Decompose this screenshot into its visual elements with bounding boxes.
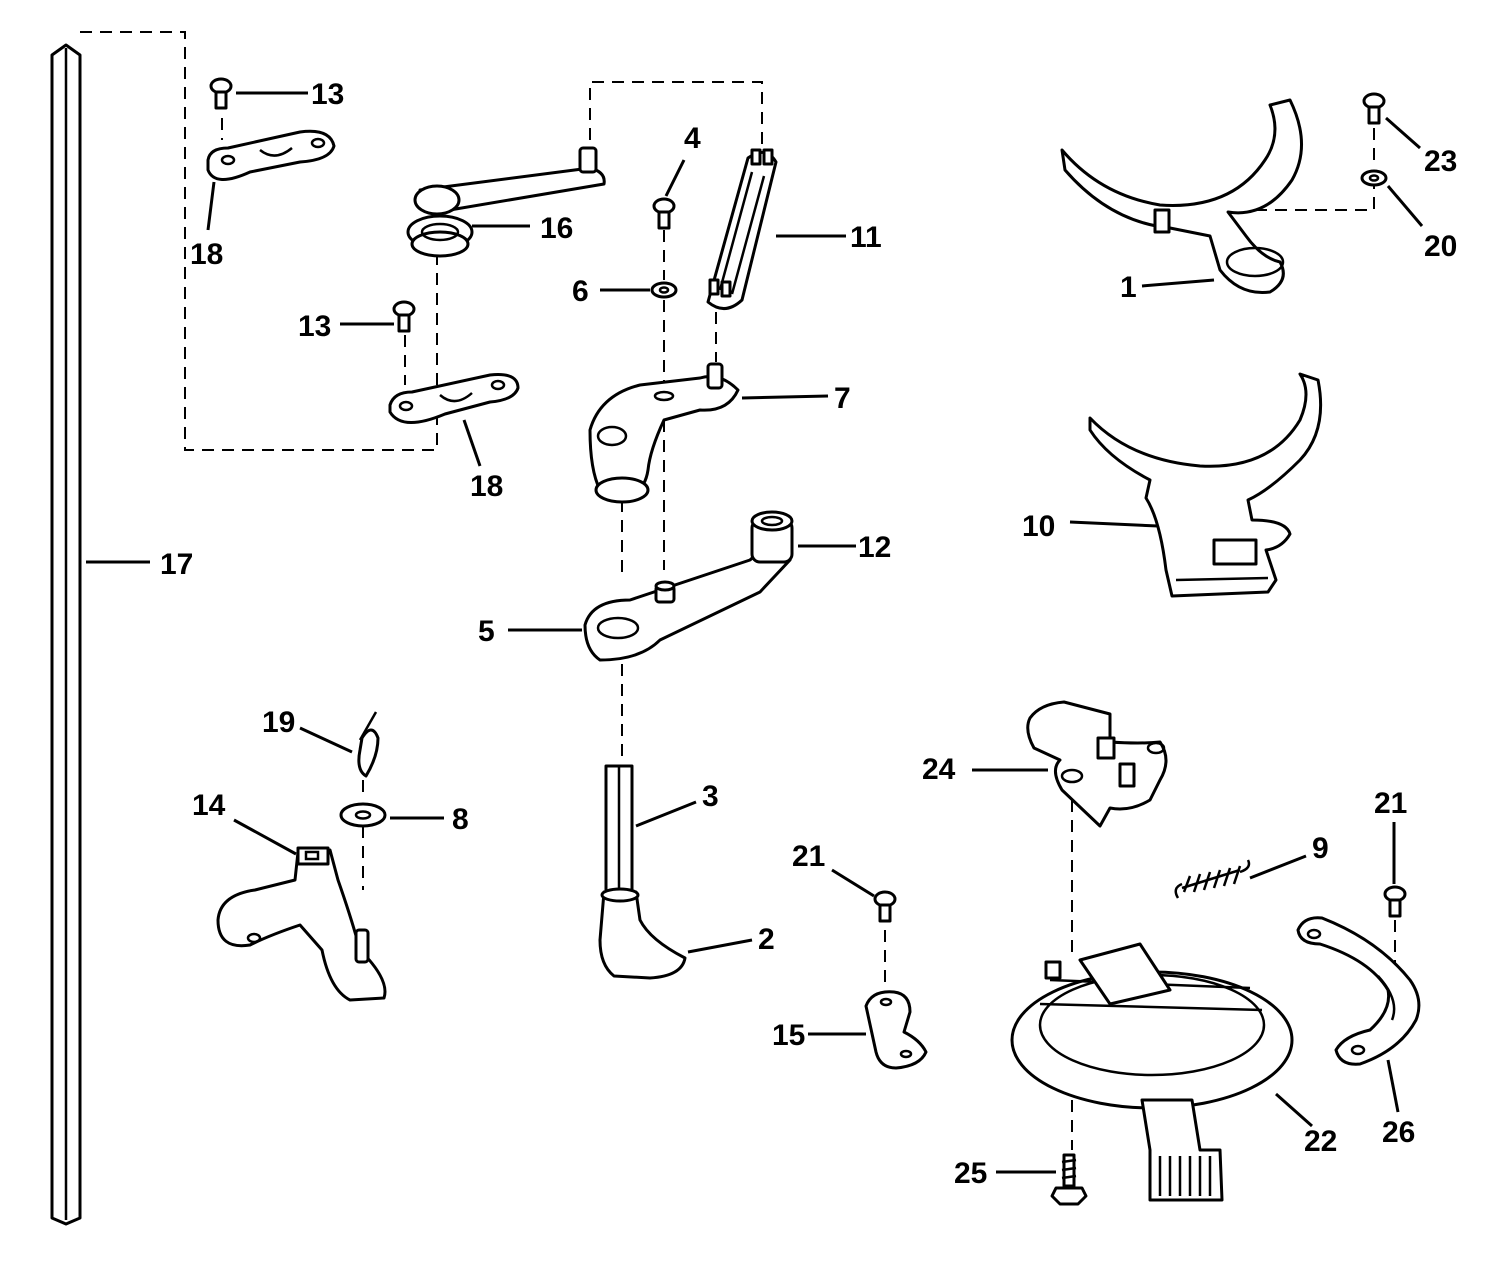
link-arm-18-lower bbox=[388, 373, 520, 424]
callout-11: 11 bbox=[850, 221, 882, 254]
cotter-pin-19 bbox=[357, 711, 380, 778]
shaft-3 bbox=[604, 764, 634, 896]
callout-13-lower: 13 bbox=[298, 310, 331, 343]
lever-7 bbox=[588, 362, 740, 504]
callout-15: 15 bbox=[772, 1019, 805, 1052]
callout-5: 5 bbox=[478, 615, 495, 648]
washer-6 bbox=[650, 281, 678, 299]
callout-6: 6 bbox=[572, 275, 589, 308]
arm-26 bbox=[1296, 916, 1421, 1066]
callout-23: 23 bbox=[1424, 145, 1457, 178]
callout-21-middle: 21 bbox=[792, 840, 825, 873]
callout-10: 10 bbox=[1022, 510, 1055, 543]
callout-7: 7 bbox=[834, 382, 851, 415]
screw-4 bbox=[652, 197, 676, 230]
screw-25 bbox=[1050, 1153, 1088, 1206]
retainer-ring-10 bbox=[1088, 372, 1323, 598]
foot-2 bbox=[598, 887, 687, 980]
callout-19: 19 bbox=[262, 706, 295, 739]
callout-22: 22 bbox=[1304, 1125, 1337, 1158]
callout-labels: 13 18 16 13 18 17 4 6 11 7 12 5 3 2 19 8… bbox=[160, 78, 1457, 1190]
lever-5-arm-12 bbox=[583, 510, 794, 662]
callout-21-right: 21 bbox=[1374, 787, 1407, 820]
callout-3: 3 bbox=[702, 780, 719, 813]
timer-base-22 bbox=[1010, 942, 1294, 1202]
screw-13-lower bbox=[392, 300, 416, 333]
bracket-14 bbox=[216, 846, 387, 1002]
link-arm-18-top bbox=[206, 129, 336, 181]
callout-2: 2 bbox=[758, 923, 775, 956]
spring-9 bbox=[1174, 859, 1251, 899]
dashed-assembly-lines bbox=[80, 31, 1396, 1150]
link-11 bbox=[706, 148, 778, 310]
callout-25: 25 bbox=[954, 1157, 987, 1190]
callout-26: 26 bbox=[1382, 1116, 1415, 1149]
callout-14: 14 bbox=[192, 789, 226, 822]
callout-18-top: 18 bbox=[190, 238, 223, 271]
callout-4: 4 bbox=[684, 122, 701, 155]
switch-24 bbox=[1026, 700, 1168, 828]
cam-lever-16 bbox=[406, 146, 606, 258]
washer-20 bbox=[1360, 169, 1388, 187]
callout-8: 8 bbox=[452, 803, 469, 836]
callout-13-top: 13 bbox=[311, 78, 344, 111]
screw-23 bbox=[1362, 92, 1386, 125]
callout-1: 1 bbox=[1120, 271, 1137, 304]
screw-21-right bbox=[1383, 885, 1407, 918]
callout-20: 20 bbox=[1424, 230, 1457, 263]
clip-15 bbox=[864, 990, 928, 1070]
callout-18-lower: 18 bbox=[470, 470, 503, 503]
callout-24: 24 bbox=[922, 753, 956, 786]
leader-lines bbox=[86, 91, 1424, 1174]
callout-16: 16 bbox=[540, 212, 573, 245]
callout-17: 17 bbox=[160, 548, 193, 581]
washer-8 bbox=[339, 802, 387, 828]
screw-21-middle bbox=[873, 890, 897, 923]
shaft-17 bbox=[50, 43, 82, 1226]
callout-12: 12 bbox=[858, 531, 891, 564]
retainer-ring-1 bbox=[1060, 98, 1303, 295]
screw-13-top bbox=[209, 77, 233, 110]
callout-9: 9 bbox=[1312, 832, 1329, 865]
